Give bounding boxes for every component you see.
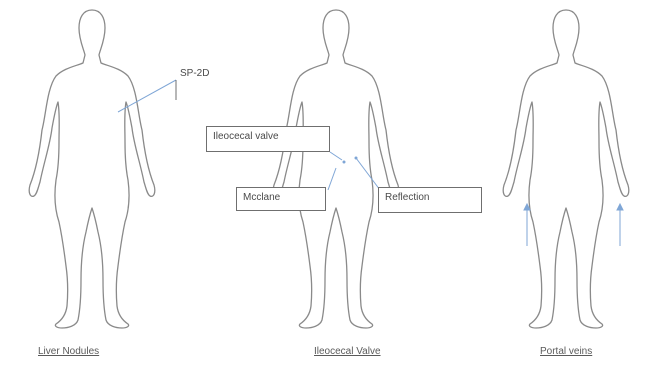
callout-appendix-text: Mcclane bbox=[243, 192, 280, 203]
body-outline-portal bbox=[503, 10, 629, 328]
marker-dot bbox=[355, 157, 358, 160]
caption-panel-1: Liver Nodules bbox=[38, 346, 99, 357]
caption-panel-3: Portal veins bbox=[540, 346, 592, 357]
callout-reflection: Reflection bbox=[378, 187, 482, 213]
marker-dot bbox=[343, 161, 346, 164]
caption-panel-2: Ileocecal Valve bbox=[314, 346, 381, 357]
valve-connector-line bbox=[330, 152, 342, 160]
callout-ileocecal-valve-text: Ileocecal valve bbox=[213, 131, 279, 142]
appendix-connector-line bbox=[328, 168, 336, 190]
callout-appendix: Mcclane bbox=[236, 187, 326, 211]
callout-ileocecal-valve: Ileocecal valve bbox=[206, 126, 330, 152]
reflection-connector-line bbox=[356, 158, 380, 190]
liver-pointer-line bbox=[118, 80, 176, 112]
liver-annotation-label: SP-2D bbox=[180, 68, 209, 79]
body-outline-liver bbox=[29, 10, 155, 328]
callout-reflection-text: Reflection bbox=[385, 192, 429, 203]
arrow-head-icon bbox=[617, 204, 623, 210]
